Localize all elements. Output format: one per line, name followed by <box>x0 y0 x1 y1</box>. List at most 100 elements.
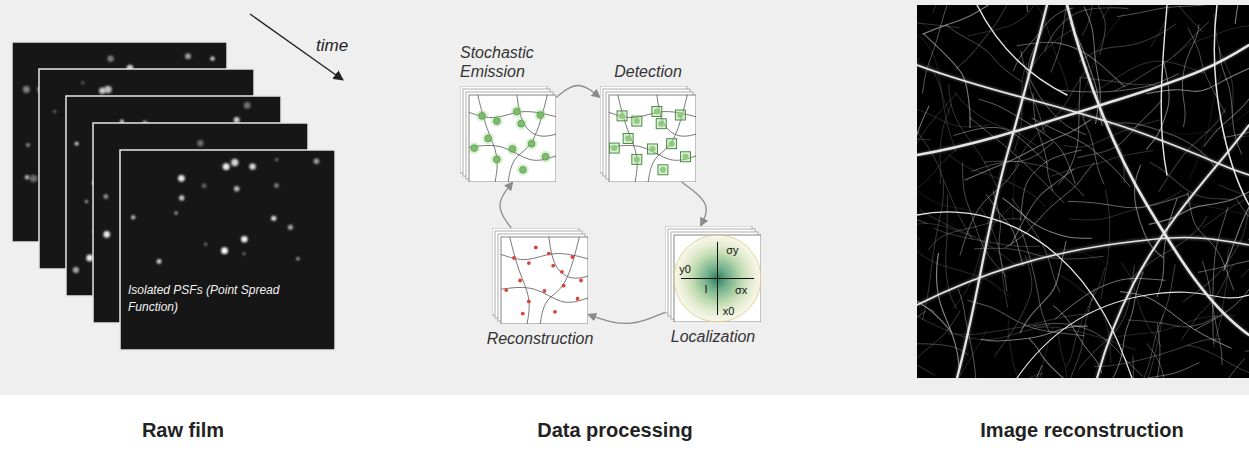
filament <box>1128 315 1218 327</box>
stack-frame <box>492 228 579 315</box>
detection-box <box>658 165 668 175</box>
axis-y <box>717 242 718 315</box>
filament <box>1068 194 1189 208</box>
panel-heading: Localization <box>671 327 756 346</box>
stack-frame <box>600 86 687 173</box>
emission-spot <box>509 146 516 153</box>
filament-line <box>540 237 579 324</box>
label-holder: x0 <box>723 305 735 317</box>
filament <box>1058 331 1071 378</box>
time-arrow <box>250 14 343 80</box>
filament <box>1192 358 1246 378</box>
emission-halo <box>507 143 519 155</box>
panel-heading: Stochastic Emission <box>460 43 556 81</box>
filament <box>917 354 935 376</box>
psf-spot <box>25 175 29 179</box>
frame-stack-drawing <box>665 226 761 322</box>
front-frame <box>609 95 696 182</box>
emission-spot <box>485 135 492 142</box>
filament-line <box>517 95 556 136</box>
psf-spot <box>86 255 93 262</box>
psf-spot <box>243 252 246 255</box>
psf-spot <box>73 267 79 273</box>
filament <box>1241 194 1249 277</box>
filament-line <box>510 237 529 324</box>
bright-filaments <box>917 5 1249 378</box>
panel-heading: Detection <box>614 62 682 81</box>
gaussian-rim <box>674 235 761 322</box>
psf-spot <box>53 110 56 113</box>
filament <box>1248 211 1249 240</box>
localized-point <box>553 310 557 314</box>
detected-spot <box>634 118 640 124</box>
filament-line <box>501 287 588 302</box>
localized-point <box>512 256 516 260</box>
filament-line <box>618 95 637 182</box>
emission-halo <box>534 109 546 121</box>
localized-point <box>562 284 566 288</box>
detection-box <box>656 119 666 129</box>
front-frame <box>501 237 588 324</box>
filament <box>923 330 987 378</box>
filament <box>1167 378 1197 379</box>
localized-point <box>547 252 551 256</box>
filament <box>950 373 1043 378</box>
filament <box>1032 118 1131 187</box>
frame-content <box>469 95 556 182</box>
filament-line <box>648 95 687 182</box>
detected-spot <box>619 113 625 119</box>
psf-spot <box>205 243 207 245</box>
cycle-arrow <box>588 312 665 323</box>
filament <box>1020 226 1050 332</box>
emission-spot <box>520 166 527 173</box>
stack-frame <box>606 92 693 179</box>
psf-spot <box>210 57 214 61</box>
filament <box>917 242 1009 296</box>
filament-line <box>478 95 497 182</box>
filament <box>922 5 1043 34</box>
detection-box <box>609 143 619 153</box>
psf-spot <box>23 86 30 93</box>
filament <box>1005 163 1094 248</box>
gaussian-psf <box>674 235 761 322</box>
filament <box>979 99 1075 184</box>
detection-box <box>675 110 685 120</box>
filament <box>1117 5 1227 17</box>
filament <box>1092 363 1200 378</box>
psf-spot <box>26 143 30 147</box>
emission-halo <box>511 106 523 118</box>
filament-line <box>469 112 556 118</box>
process-panel: Reconstruction <box>487 228 594 348</box>
process-panel: Detection <box>600 62 696 182</box>
filament <box>1033 93 1053 191</box>
psf-spot <box>104 194 109 199</box>
emission-spot <box>513 108 520 115</box>
process-panel: Stochastic Emission <box>460 43 556 182</box>
detected-spot <box>669 141 675 147</box>
stack-frame <box>668 229 755 316</box>
stack-frame <box>466 92 553 179</box>
detected-spot <box>650 146 656 152</box>
panel-caption: Image reconstruction <box>980 419 1183 442</box>
filament <box>1135 264 1175 378</box>
detected-spot <box>625 136 631 142</box>
psf-spot <box>103 231 110 238</box>
label-holder: y0 <box>679 263 691 275</box>
film-frame <box>120 150 335 350</box>
filament <box>986 194 1023 266</box>
emission-spot <box>493 118 500 125</box>
filament <box>1202 261 1222 365</box>
localized-point <box>521 312 525 316</box>
localized-point <box>543 289 547 293</box>
filament <box>1149 192 1249 225</box>
cycle-arrow <box>556 86 600 98</box>
filament <box>1053 305 1102 373</box>
frame-content <box>674 235 761 322</box>
frame-rect <box>120 150 335 350</box>
filament <box>917 131 972 239</box>
label-holder: I <box>704 283 707 295</box>
stack-frame <box>495 231 582 318</box>
label-holder: Raw film <box>142 419 224 442</box>
